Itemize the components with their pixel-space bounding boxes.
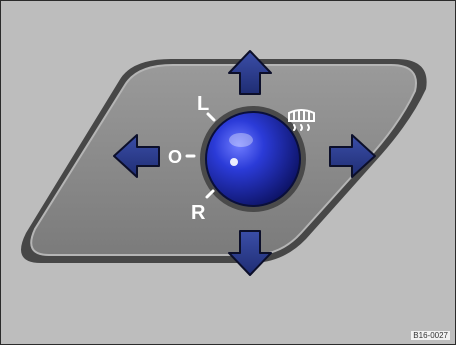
label-left-mirror: L [197,93,209,115]
reference-code: B16-0027 [410,330,451,341]
label-right-mirror: R [191,202,206,224]
label-off: O [168,147,182,167]
